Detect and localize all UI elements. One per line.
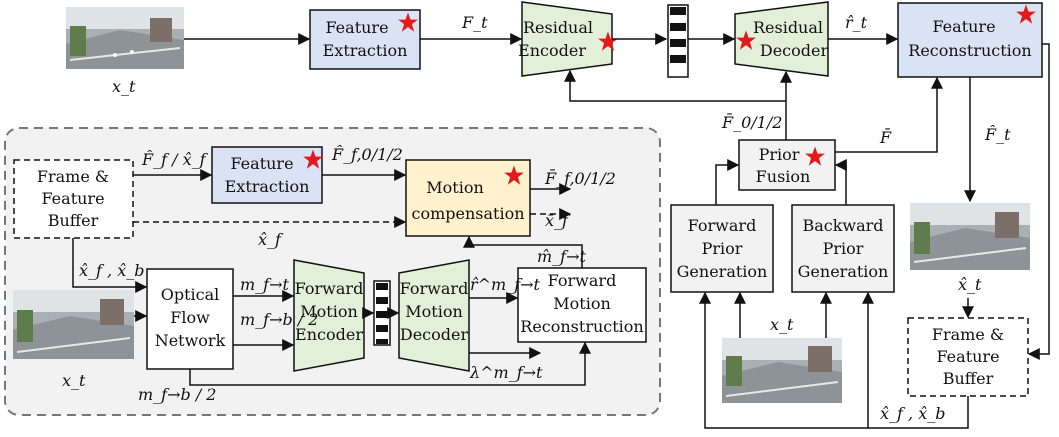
buffer-left-label-2: Feature [41,189,104,208]
buffer-right-label-2: Feature [936,347,999,366]
label-x-t-left: x_t [62,371,86,390]
residual-decoder-label-2: Decoder [760,41,829,60]
forward-motion-reconstruction-label-1: Forward [548,271,617,290]
label-m-hat-f-t: m̂_f→t [537,247,587,266]
photo-xhat-t-right [910,203,1030,270]
buffer-right-label-1: Frame & [932,325,1004,344]
label-x-hat-f: x̂_f [258,230,284,249]
label-lambda-m-f-t: λ^m_f→t [469,363,543,382]
forward-motion-decoder-label-3: Decoder [400,325,469,344]
label-F-bar-012: F̄_0/1/2 [721,111,782,132]
forward-prior-generation-label-1: Forward [688,216,757,235]
forward-motion-decoder-label-1: Forward [400,279,469,298]
optical-flow-label-3: Network [155,331,226,350]
feature-reconstruction-box [897,2,1043,78]
residual-encoder-box [521,1,613,77]
motion-compensation-label-1: Motion [426,178,484,197]
frame-feature-buffer-right-box [907,317,1029,397]
label-r-hat-t: r̂_t [845,13,868,32]
forward-prior-generation-label-3: Generation [677,262,768,281]
motion-compensation-box [405,159,531,237]
label-x-hat-t: x̂_t [958,275,982,294]
residual-decoder-label-1: Residual [753,18,823,37]
label-xf-xb-right: x̂_f , x̂_b [880,404,945,423]
label-F-bar: F̄ [879,126,892,147]
forward-motion-encoder-label-1: Forward [295,279,364,298]
prior-fusion-label-1: Prior [759,145,800,164]
buffer-left-label-3: Buffer [48,211,99,230]
feature-reconstruction-label-1: Feature [932,17,995,36]
motion-compensation-label-2: compensation [411,204,524,223]
optical-flow-label-1: Optical [161,285,220,304]
forward-motion-reconstruction-label-3: Reconstruction [520,317,643,336]
forward-prior-generation-box [670,204,774,293]
forward-prior-generation-label-2: Prior [702,239,743,258]
forward-motion-reconstruction-box [517,267,647,343]
backward-prior-generation-box [791,204,895,293]
frame-feature-buffer-left-box [13,159,134,239]
buffer-right-label-3: Buffer [943,369,994,388]
forward-motion-reconstruction-label-2: Motion [553,294,611,313]
forward-motion-encoder-label-3: Encoder [295,325,363,344]
photo-xt-top [66,7,184,69]
backward-prior-generation-label-1: Backward [802,216,883,235]
label-m-f-b-half-bottom: m_f→b / 2 [138,385,216,404]
buffer-left-label-1: Frame & [37,167,109,186]
connectors [72,33,1050,429]
feature-extraction-inner-label-2: Extraction [225,177,310,196]
label-xbar-f: x̄_f [545,211,571,230]
photo-xt-left [13,290,134,359]
photo-xt-mid [722,338,842,403]
label-Fbar-f-012: F̄_f,0/1/2 [544,167,616,188]
feature-extraction-top-label-1: Feature [325,18,388,37]
prior-fusion-label-2: Fusion [756,167,811,186]
label-m-f-t: m_f→t [240,275,290,294]
label-r-hat-m-f-t: r̂^m_f→t [470,275,541,294]
forward-motion-decoder-label-2: Motion [405,302,463,321]
label-F-t: F_t [461,13,488,32]
forward-motion-encoder-box [293,259,365,372]
residual-decoder-box [734,1,829,77]
forward-motion-decoder-box [398,259,470,372]
prior-fusion-box [738,139,836,191]
label-Ff-012: F̂_f,0/1/2 [331,145,403,164]
feature-reconstruction-label-2: Reconstruction [908,41,1031,60]
backward-prior-generation-label-2: Prior [823,239,864,258]
label-F-hat-t: F̂_t [984,125,1011,144]
residual-encoder-label-1: Residual [523,18,593,37]
label-m-f-b-half: m_f→b / 2 [240,310,318,329]
feature-extraction-top-label-2: Extraction [323,41,408,60]
forward-motion-encoder-label-2: Motion [300,302,358,321]
feature-extraction-inner-label-1: Feature [230,154,293,173]
backward-prior-generation-label-3: Generation [798,262,889,281]
label-xf-xb-left: x̂_f , x̂_b [79,261,144,280]
residual-encoder-label-2: Encoder [518,41,586,60]
label-x-t-mid: x_t [770,315,794,334]
label-x-t-top: x_t [112,77,136,96]
optical-flow-label-2: Flow [170,308,210,327]
label-Ff-xf: F̂_f / x̂_f [141,150,209,169]
